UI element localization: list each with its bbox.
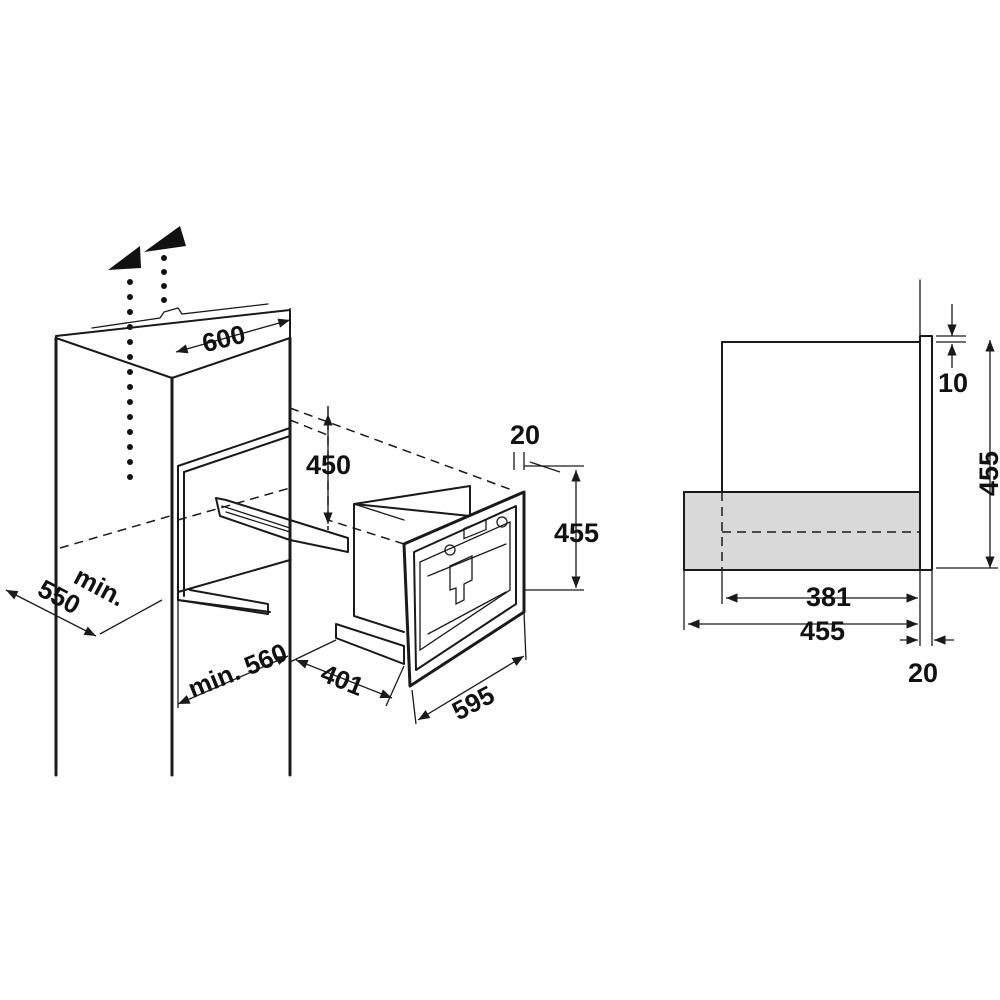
vent-arrow-head-right [144,226,186,252]
cabinet-column [54,303,292,777]
label-10: 10 [938,368,968,398]
front-panel [919,335,933,571]
cup-area [427,543,507,635]
label-20-perspective: 20 [510,420,540,450]
dim-line-min-550 [5,589,97,637]
cabinet-top [55,309,291,379]
dim-line-595 [417,655,525,721]
perspective-view: 600 450 20 455 min. 550 min. 560 401 595 [5,226,599,777]
dim-line-min-560 [177,655,289,705]
label-min-560: min. 560 [184,637,292,704]
label-455-bottom: 455 [800,616,845,646]
vent-arrow-head-left [108,246,141,270]
vent-dots-right [161,255,167,303]
machine-knob-left [444,544,456,556]
label-401: 401 [317,658,368,702]
dim-line-600 [175,318,291,354]
side-view: 10 455 381 455 20 [683,279,1000,688]
machine-frame-inner [413,505,517,671]
vent-dots-left [127,279,133,480]
dim-line-401 [295,659,393,699]
label-381: 381 [806,582,851,612]
machine-display [463,518,487,540]
shelf-lower [177,559,291,615]
niche-opening [59,406,513,615]
label-595: 595 [447,679,499,726]
label-450: 450 [306,450,351,480]
perspective-dimensions [5,308,584,725]
coffee-machine [327,485,526,688]
label-600: 600 [199,319,248,359]
machine-base [335,623,405,665]
ventilation-arrows [108,226,186,480]
drawer-panel [683,491,921,571]
machine-knob-right [496,516,508,528]
label-455-side: 455 [974,451,1000,496]
label-20-side: 20 [908,658,938,688]
label-min-550: min. 550 [33,561,130,620]
side-dimensions [683,304,998,646]
machine-fascia [419,520,511,652]
coffee-spout [449,554,473,606]
machine-body [353,485,471,633]
cabinet-top-notch [91,303,269,329]
niche-top-dashed [289,407,513,491]
label-455-perspective: 455 [554,518,599,548]
